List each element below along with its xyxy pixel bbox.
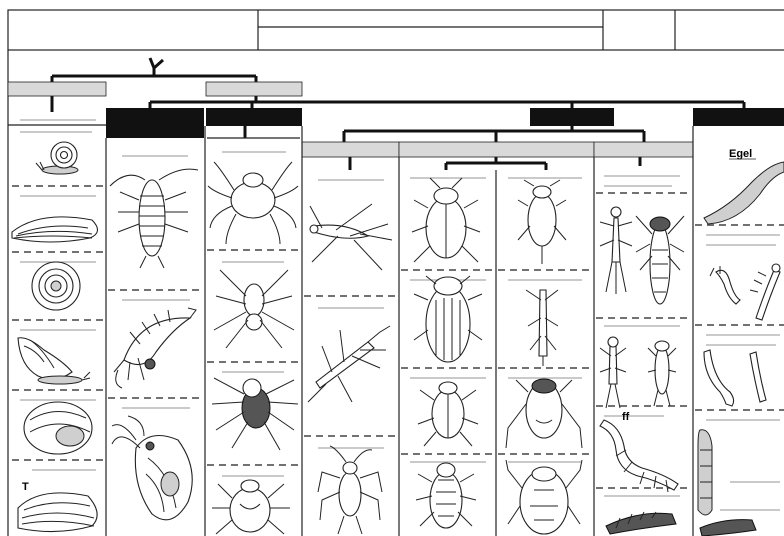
water-boatman-icon — [506, 379, 582, 448]
diving-beetle-icon — [414, 276, 482, 362]
midge-larva-icon — [710, 266, 740, 304]
mayfly-larva-icon — [600, 207, 632, 294]
pond-skater-icon — [310, 204, 392, 270]
caddis-case-icon — [606, 512, 676, 534]
tubifex-worm-icon — [704, 350, 766, 406]
stonefly-larva-icon — [600, 337, 626, 408]
mosquito-larva-icon — [750, 264, 780, 320]
water-beetle-icon — [412, 178, 480, 262]
leech-icon — [704, 162, 784, 224]
flatworm-icon — [698, 430, 712, 515]
water-scorpion-icon — [526, 290, 558, 366]
whirligig-beetle-icon — [418, 382, 478, 446]
water-flea-icon — [112, 416, 192, 520]
backswimmer-icon — [518, 180, 566, 264]
water-measurer-icon — [318, 446, 382, 534]
cell-marker-t: T — [22, 481, 29, 493]
key-tree-root — [8, 58, 302, 112]
cell-separators — [8, 125, 784, 488]
caddis-larva-case-icon — [700, 520, 756, 536]
snail-icon — [36, 142, 78, 174]
beetle-larva-icon — [416, 463, 476, 528]
damselfly-larva-icon — [636, 216, 684, 304]
pea-mussel-icon — [18, 493, 97, 532]
water-mite-icon — [208, 162, 298, 244]
column-borders — [106, 126, 693, 536]
caddis-larva-icon — [600, 420, 678, 492]
water-stick-insect-icon — [308, 326, 390, 402]
ramshorn-snail-icon — [32, 262, 80, 310]
pond-snail-icon — [18, 338, 90, 384]
water-louse-icon — [110, 169, 198, 268]
text-placeholder-lines — [20, 120, 780, 510]
egel-label: Egel — [729, 148, 752, 160]
bladder-snail-icon — [24, 402, 92, 454]
water-spider-icon — [214, 270, 294, 348]
freshwater-shrimp-icon — [114, 308, 196, 388]
cell-marker-ff: ff — [622, 411, 630, 423]
key-tree-branches — [106, 102, 784, 170]
creeping-bug-icon — [506, 460, 582, 534]
mussel-icon — [12, 217, 98, 242]
mite-icon — [212, 378, 298, 450]
alderfly-larva-icon — [648, 341, 676, 406]
water-mite-red-icon — [212, 480, 290, 534]
